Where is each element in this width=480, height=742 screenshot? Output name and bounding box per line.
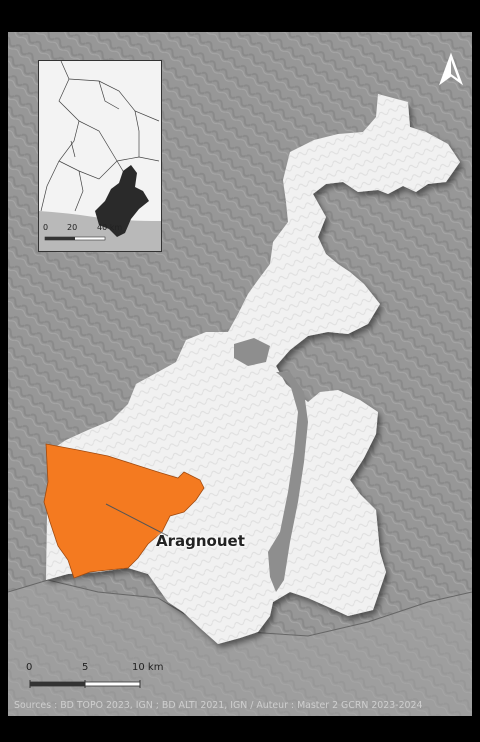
scale-label-5: 5 xyxy=(82,662,89,673)
north-arrow-icon xyxy=(438,52,464,86)
relief-map xyxy=(8,32,472,716)
map-frame: 0 20 40 km 0 5 10 km Aragnouet xyxy=(8,32,472,716)
inset-map: 0 20 40 km xyxy=(38,60,162,252)
valley-gap xyxy=(268,372,308,592)
scale-label-10km: 10 km xyxy=(132,662,164,673)
commune-label: Aragnouet xyxy=(156,532,245,550)
commune-aragnouet[interactable] xyxy=(43,443,205,579)
inset-south-area xyxy=(39,211,161,251)
scale-label-0: 0 xyxy=(26,662,33,673)
valley-gap-2 xyxy=(234,338,270,366)
inset-svg xyxy=(39,61,161,251)
inset-territory xyxy=(95,165,149,237)
inset-scale-label-40: 40 km xyxy=(97,223,123,232)
inset-scale-label-0: 0 xyxy=(43,223,49,232)
label-leader-line xyxy=(105,503,169,537)
scale-bar xyxy=(29,680,141,688)
sources-credit: Sources : BD TOPO 2023, IGN ; BD ALTI 20… xyxy=(14,700,423,711)
inset-scale-bar xyxy=(44,236,106,241)
inset-scale-label-20: 20 xyxy=(67,223,78,232)
